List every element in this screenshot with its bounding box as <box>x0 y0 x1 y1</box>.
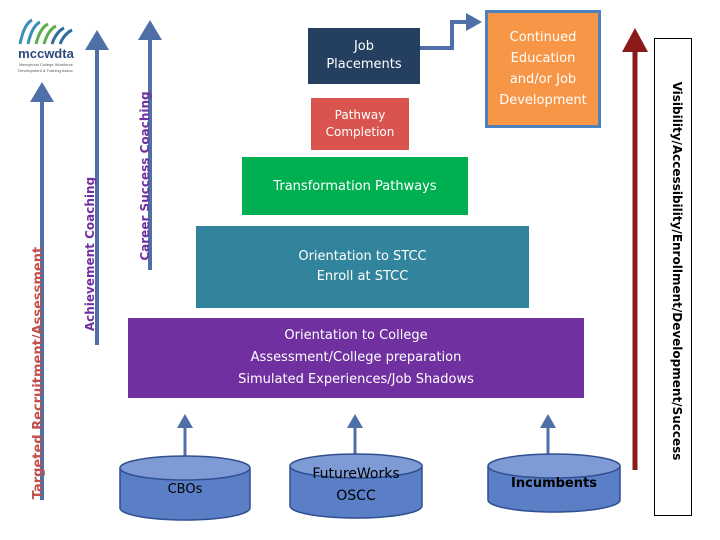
futureworks-label-1: FutureWorks <box>312 466 400 482</box>
cbos-label: CBOs <box>167 482 203 497</box>
orientation-college-line-1: Orientation to College <box>284 328 428 343</box>
futureworks-up-arrow <box>347 414 363 456</box>
logo-tagline-2: Development & Training Assoc. <box>18 68 74 73</box>
pathway-completion-label: Pathway Completion <box>325 108 395 139</box>
job-placements-label: Job Placements <box>326 39 402 72</box>
cbos-cylinder <box>119 455 251 521</box>
pathway-completion-box: Pathway Completion <box>310 97 410 151</box>
transformation-pathways-box: Transformation Pathways <box>241 156 469 216</box>
continued-line-4: Development <box>499 93 587 108</box>
orientation-stcc-box: Orientation to STCC Enroll at STCC <box>196 226 529 308</box>
visibility-label: Visibility/Accessibility/Enrollment/Deve… <box>670 81 684 461</box>
incumbents-label: Incumbents <box>511 476 597 491</box>
logo-mark-icon <box>18 18 73 45</box>
recruitment-label: Targeted Recruitment/Assessment <box>31 246 46 500</box>
cbos-up-arrow <box>177 414 193 458</box>
continued-education-box: Continued Education and/or Job Developme… <box>485 10 601 128</box>
orientation-college-line-2: Assessment/College preparation <box>250 350 462 365</box>
achievement-label: Achievement Coaching <box>83 176 97 332</box>
transformation-pathways-label: Transformation Pathways <box>273 178 437 194</box>
orientation-stcc-label: Orientation to STCC Enroll at STCC <box>298 249 427 284</box>
futureworks-cylinder <box>289 453 423 519</box>
achievement-arrow <box>85 30 109 345</box>
futureworks-label-2: OSCC <box>336 488 376 504</box>
orientation-college-line-3: Simulated Experiences/Job Shadows <box>238 372 474 387</box>
visibility-arrow <box>622 28 648 470</box>
career-arrow <box>138 20 162 270</box>
incumbents-cylinder <box>487 453 621 513</box>
bent-arrow <box>420 13 482 50</box>
visibility-box <box>654 38 692 516</box>
incumbents-up-arrow <box>540 414 556 458</box>
recruitment-arrow <box>30 82 54 500</box>
job-placements-box: Job Placements <box>308 28 420 84</box>
logo-tagline-1: Mercyhurst College Workforce <box>19 62 73 67</box>
orientation-college-box: Orientation to College Assessment/Colleg… <box>128 318 584 398</box>
continued-line-3: and/or Job <box>509 72 577 87</box>
logo-name: mccwdta <box>18 46 74 61</box>
continued-line-2: Education <box>510 51 576 66</box>
continued-line-1: Continued <box>509 30 577 45</box>
logo: mccwdta Mercyhurst College Workforce Dev… <box>6 14 86 76</box>
career-label: Career Success Coaching <box>138 91 152 261</box>
